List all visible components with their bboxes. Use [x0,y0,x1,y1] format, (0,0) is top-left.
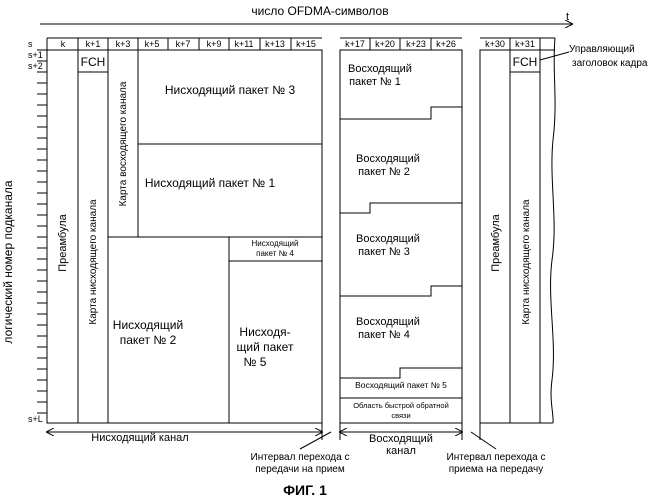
dl-fch-label: FCH [81,55,106,69]
ttg-label-1: Интервал перехода с [251,452,350,463]
symbol-label-k11: k+11 [234,39,253,49]
ul-burst3-label-2: пакет № 3 [358,246,410,258]
symbol-label-k13: k+13 [265,39,285,49]
nf-dl-map-label: Карта нисходящего канала [521,199,532,325]
top-axis-label: число OFDMA-символов [251,4,388,18]
nf-wavy-edge [551,38,556,423]
symbol-label-k: k [61,39,66,49]
dl-preamble-label: Преамбула [57,213,69,271]
dl-burst4-label-1: Нисходящий [252,239,299,248]
dl-burst1-label: Нисходящий пакет № 1 [145,176,276,190]
uplink-span-label-2: канал [386,445,416,457]
subchannel-axis [37,38,47,423]
ul-burst2-label-2: пакет № 2 [358,166,410,178]
symbol-label-k15: k+15 [296,39,316,49]
dl-burst5-label-3: № 5 [244,355,267,369]
symbol-label-k23: k+23 [406,39,426,49]
dl-burst5-label-2: щий пакет [237,340,294,354]
nf-fch-label: FCH [513,55,538,69]
rtg-label-2: приема на передачу [449,464,543,475]
ul-boundary-4-5 [340,368,462,378]
dl-burst5-label-1: Нисходя- [239,325,290,339]
ul-ranging-label-1: Область быстрой обратной [353,401,449,410]
rtg-leader [471,432,496,449]
subchannel-labels: s s+1 s+2 s+L [28,39,43,424]
ul-burst4-label-1: Восходящий [356,316,420,328]
ul-boundary-2-3 [340,203,462,213]
ul-ranging-label-2: связи [391,411,410,420]
symbol-label-k3: k+3 [116,39,131,49]
dl-burst2-label-2: пакет № 2 [120,333,177,347]
nf-preamble-label: Преамбула [490,213,502,271]
subchannel-label-s1: s+1 [28,50,43,60]
subchannel-label-s: s [28,39,33,49]
dl-burst3-block [138,50,322,144]
ul-burst4-label-2: пакет № 4 [358,329,410,341]
ul-boundary-3-4 [340,286,462,296]
y-axis-label: логический номер подканала [1,180,15,343]
dl-map-label: Карта нисходящего канала [88,199,99,325]
figure-caption: ФИГ. 1 [283,482,327,498]
symbol-label-k1: k+1 [86,39,101,49]
rtg-label-1: Интервал перехода с [447,452,546,463]
subchannel-label-s2: s+2 [28,61,43,71]
fch-callout-label-2: заголовок кадра [572,58,648,69]
symbol-label-k31: k+31 [515,39,535,49]
symbol-label-k17: k+17 [345,39,365,49]
symbol-label-k7: k+7 [176,39,191,49]
ul-boundary-1-2 [340,107,462,119]
dl-burst2-label-1: Нисходящий [113,318,183,332]
ul-burst1-label-1: Восходящий [348,63,412,75]
ul-burst2-label-1: Восходящий [356,153,420,165]
ul-burst5-label: Восходящий пакет № 5 [355,380,447,390]
dl-burst3-label: Нисходящий пакет № 3 [165,83,296,97]
uplink-span-label-1: Восходящий [369,433,433,445]
symbol-header: k k+1 k+3 k+5 k+7 k+9 k+11 k+13 k+15 k+1… [47,38,555,50]
symbol-label-k9: k+9 [207,39,222,49]
fch-callout-label-1: Управляющий [569,44,635,55]
ttg-leader [300,432,331,449]
symbol-label-k30: k+30 [485,39,505,49]
subchannel-label-sL: s+L [28,414,43,424]
ul-burst3-label-1: Восходящий [356,233,420,245]
downlink-span-label: Нисходящий канал [91,432,188,444]
symbol-label-k26: k+26 [436,39,456,49]
time-axis-label: t [566,11,569,23]
ul-burst1-label-2: пакет № 1 [349,76,401,88]
symbol-label-k20: k+20 [375,39,395,49]
ttg-label-2: передачи на прием [255,464,345,475]
symbol-label-k5: k+5 [145,39,160,49]
ul-map-label: Карта восходящего канала [118,81,129,206]
dl-burst4-label-2: пакет № 4 [256,249,294,258]
dl-burst1-block [138,144,322,237]
